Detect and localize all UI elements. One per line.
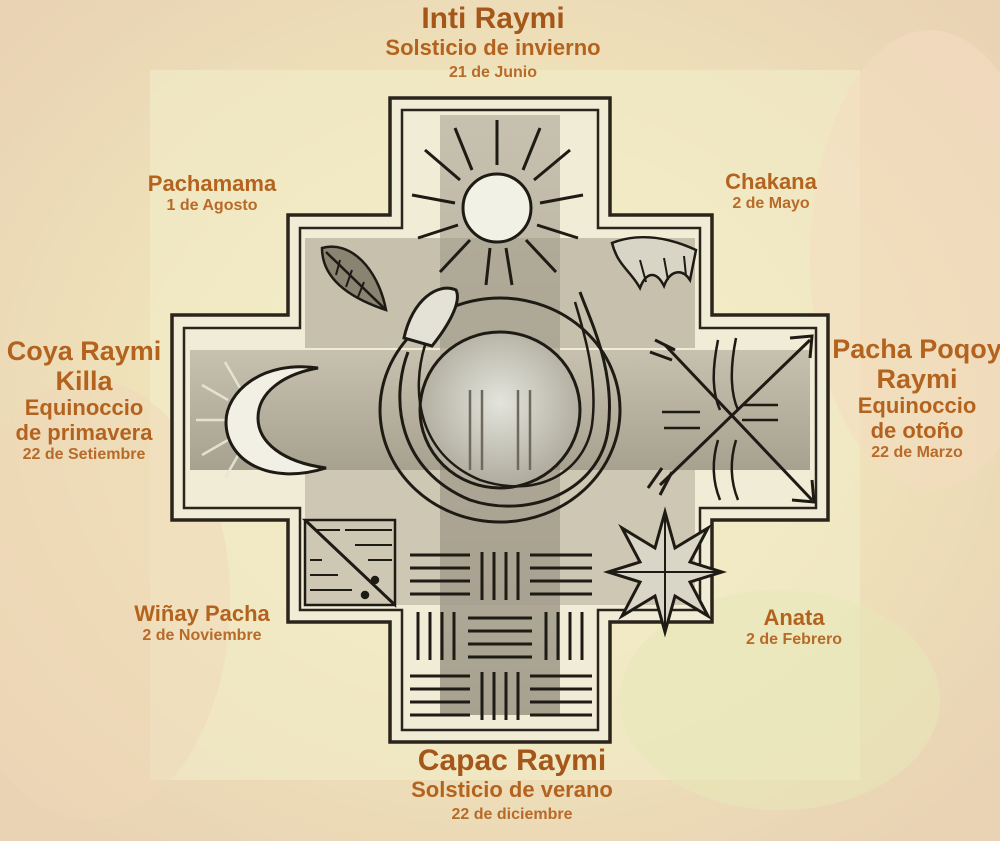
bottom-left-name: Wiñay Pacha [134,601,270,626]
leaf-icon [320,245,388,312]
bottom-date: 22 de diciembre [451,806,573,824]
label-bottom-left: Wiñay Pacha 2 de Noviembre [134,601,270,645]
bottom-name: Capac Raymi [417,744,607,777]
right-event-line1: Equinoccio [857,393,977,419]
bottom-event: Solsticio de verano [411,776,613,802]
chakana-inner-outline [182,108,818,732]
label-right: Pacha Poqoy Raymi Equinoccio de otoño 22… [832,334,1000,462]
stepped-triangles-icon [301,518,397,608]
right-name-line2: Raymi [876,364,958,395]
right-name-line1: Pacha Poqoy [832,334,1000,364]
bottom-right-date: 2 de Febrero [745,630,843,648]
left-name-line1: Coya Raymi [6,336,162,366]
bottom-right-name: Anata [763,605,825,630]
top-event: Solsticio de invierno [385,34,601,60]
label-top: Inti Raymi Solsticio de invierno 21 de J… [385,2,600,82]
background-wash-right [810,30,1000,490]
label-left: Coya Raymi Killa Equinoccio de primavera… [7,336,162,464]
right-event-line2: de otoño [870,418,964,444]
label-bottom: Capac Raymi Solsticio de verano 22 de di… [411,744,613,824]
bottom-left-date: 2 de Noviembre [142,626,262,644]
left-name-line2: Killa [55,366,113,397]
top-date: 21 de Junio [448,64,538,82]
sun-icon [411,120,584,286]
top-left-name: Pachamama [147,171,277,196]
top-left-date: 1 de Agosto [166,196,258,214]
woven-lines-pattern-icon [410,552,592,720]
top-name: Inti Raymi [421,2,565,35]
serpent-circle-icon [378,286,622,524]
label-top-left: Pachamama 1 de Agosto [147,171,277,215]
left-event-line1: Equinoccio [24,395,144,421]
mountains-icon [610,236,698,291]
eight-point-star-icon [602,506,728,638]
left-date: 22 de Setiembre [22,445,146,463]
left-event-line2: de primavera [15,420,153,446]
crescent-moon-icon [196,361,327,479]
top-right-name: Chakana [725,169,817,194]
serpent-icon [402,286,459,348]
top-right-date: 2 de Mayo [732,194,810,212]
label-bottom-right: Anata 2 de Febrero [745,605,843,649]
right-date: 22 de Marzo [871,443,963,461]
label-top-right: Chakana 2 de Mayo [725,169,817,213]
crossed-arrows-icon [646,334,816,504]
background-wash-green [620,590,940,810]
